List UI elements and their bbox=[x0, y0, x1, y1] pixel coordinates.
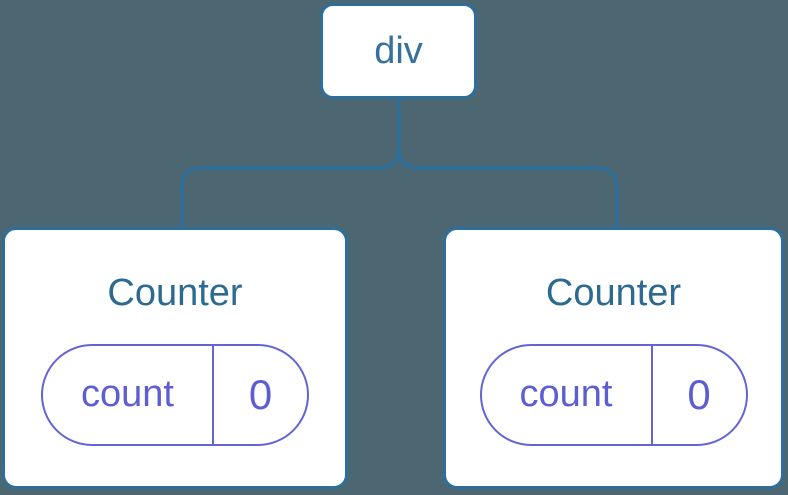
root-node: div bbox=[320, 3, 477, 99]
component-card-left: Counter count 0 bbox=[2, 227, 348, 489]
state-value: 0 bbox=[212, 345, 307, 444]
root-node-label: div bbox=[374, 30, 423, 72]
component-name: Counter bbox=[107, 272, 243, 314]
connector-branch-right bbox=[397, 147, 619, 228]
state-value: 0 bbox=[650, 345, 746, 444]
connector-branch-left bbox=[180, 99, 401, 228]
state-pill: count 0 bbox=[41, 343, 309, 446]
state-pill: count 0 bbox=[479, 343, 748, 446]
component-name: Counter bbox=[545, 272, 682, 314]
state-key: count bbox=[519, 373, 613, 416]
state-key: count bbox=[81, 373, 174, 416]
component-card-right: Counter count 0 bbox=[443, 227, 784, 489]
